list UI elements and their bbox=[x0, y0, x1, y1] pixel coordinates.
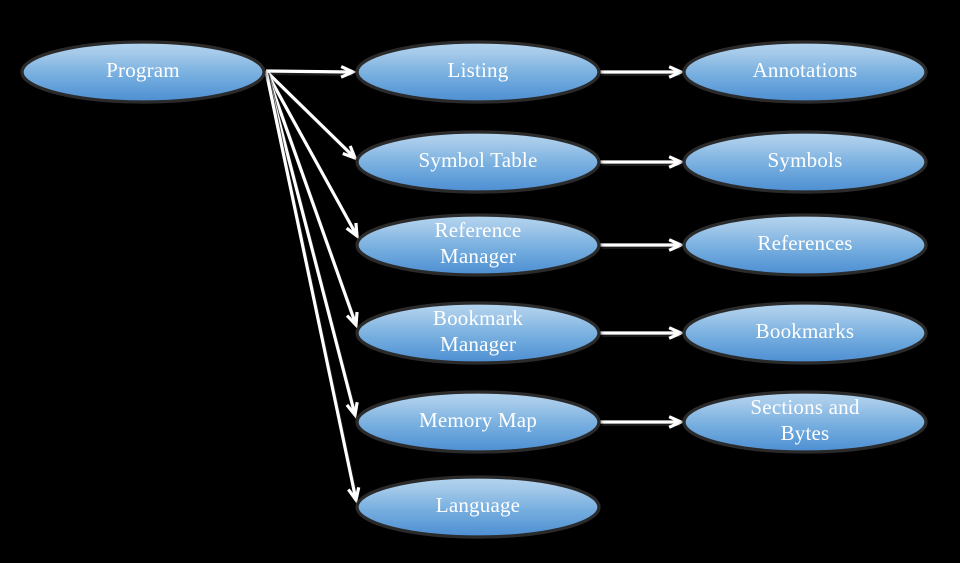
node-ellipse bbox=[682, 301, 928, 365]
node-ellipse bbox=[682, 40, 928, 104]
edge-shaft bbox=[264, 69, 355, 158]
node-label: Program bbox=[106, 58, 180, 82]
node-ellipse bbox=[355, 301, 601, 365]
node-label: Symbols bbox=[768, 148, 843, 172]
node-label: References bbox=[757, 231, 852, 255]
edge-reference-manager-to-references[interactable] bbox=[600, 238, 685, 252]
node-label: Language bbox=[436, 493, 520, 517]
edge-arrowhead bbox=[340, 65, 357, 79]
edge-shaft bbox=[264, 70, 357, 414]
node-label: Memory Map bbox=[419, 408, 537, 432]
edge-arrowhead bbox=[668, 326, 685, 340]
node-ellipse bbox=[355, 40, 601, 104]
node-label: Symbol Table bbox=[419, 148, 538, 172]
edge-listing-to-annotations[interactable] bbox=[600, 65, 685, 79]
edge-arrowhead bbox=[345, 222, 359, 240]
node-label: Bookmarks bbox=[756, 319, 855, 343]
edge-program-to-bookmark-manager[interactable] bbox=[264, 70, 359, 329]
node-annotations[interactable]: Annotations bbox=[682, 40, 928, 104]
edge-program-to-listing[interactable] bbox=[265, 65, 357, 79]
node-references[interactable]: References bbox=[682, 213, 928, 277]
edge-program-to-symbol-table[interactable] bbox=[264, 69, 358, 161]
node-ellipse bbox=[355, 213, 601, 277]
node-ellipse bbox=[682, 390, 928, 454]
edge-shadow bbox=[267, 72, 353, 76]
node-ellipse bbox=[355, 475, 601, 539]
edge-arrowhead bbox=[347, 486, 361, 504]
node-symbol-table[interactable]: Symbol Table bbox=[355, 130, 601, 194]
edge-arrowhead bbox=[342, 145, 358, 161]
edge-symbol-table-to-symbols[interactable] bbox=[600, 155, 685, 169]
edge-program-to-language[interactable] bbox=[264, 70, 361, 504]
node-ellipse bbox=[355, 390, 601, 454]
edge-program-to-reference-manager[interactable] bbox=[264, 70, 359, 240]
edge-shaft bbox=[264, 70, 357, 324]
edge-program-to-memory-map[interactable] bbox=[264, 70, 359, 419]
node-memory-map[interactable]: Memory Map bbox=[355, 390, 601, 454]
edge-arrowhead bbox=[345, 311, 359, 329]
edge-arrowhead bbox=[668, 238, 685, 252]
node-program[interactable]: Program bbox=[20, 40, 266, 104]
node-ellipse bbox=[682, 130, 928, 194]
edge-shaft bbox=[265, 69, 352, 74]
node-symbols[interactable]: Symbols bbox=[682, 130, 928, 194]
edge-arrowhead bbox=[345, 401, 359, 419]
node-label: Listing bbox=[448, 58, 509, 82]
edge-shaft bbox=[264, 70, 358, 236]
node-ellipse bbox=[355, 130, 601, 194]
node-language[interactable]: Language bbox=[355, 475, 601, 539]
edges-layer bbox=[264, 65, 685, 504]
node-ellipse bbox=[20, 40, 266, 104]
edge-shaft bbox=[264, 70, 358, 499]
node-ellipse bbox=[682, 213, 928, 277]
edge-arrowhead bbox=[668, 155, 685, 169]
edge-arrowhead bbox=[668, 65, 685, 79]
node-bookmarks[interactable]: Bookmarks bbox=[682, 301, 928, 365]
node-listing[interactable]: Listing bbox=[355, 40, 601, 104]
node-label: Annotations bbox=[753, 58, 858, 82]
edge-memory-map-to-sections[interactable] bbox=[600, 415, 685, 429]
edge-bookmark-manager-to-bookmarks[interactable] bbox=[600, 326, 685, 340]
edge-arrowhead bbox=[668, 415, 685, 429]
